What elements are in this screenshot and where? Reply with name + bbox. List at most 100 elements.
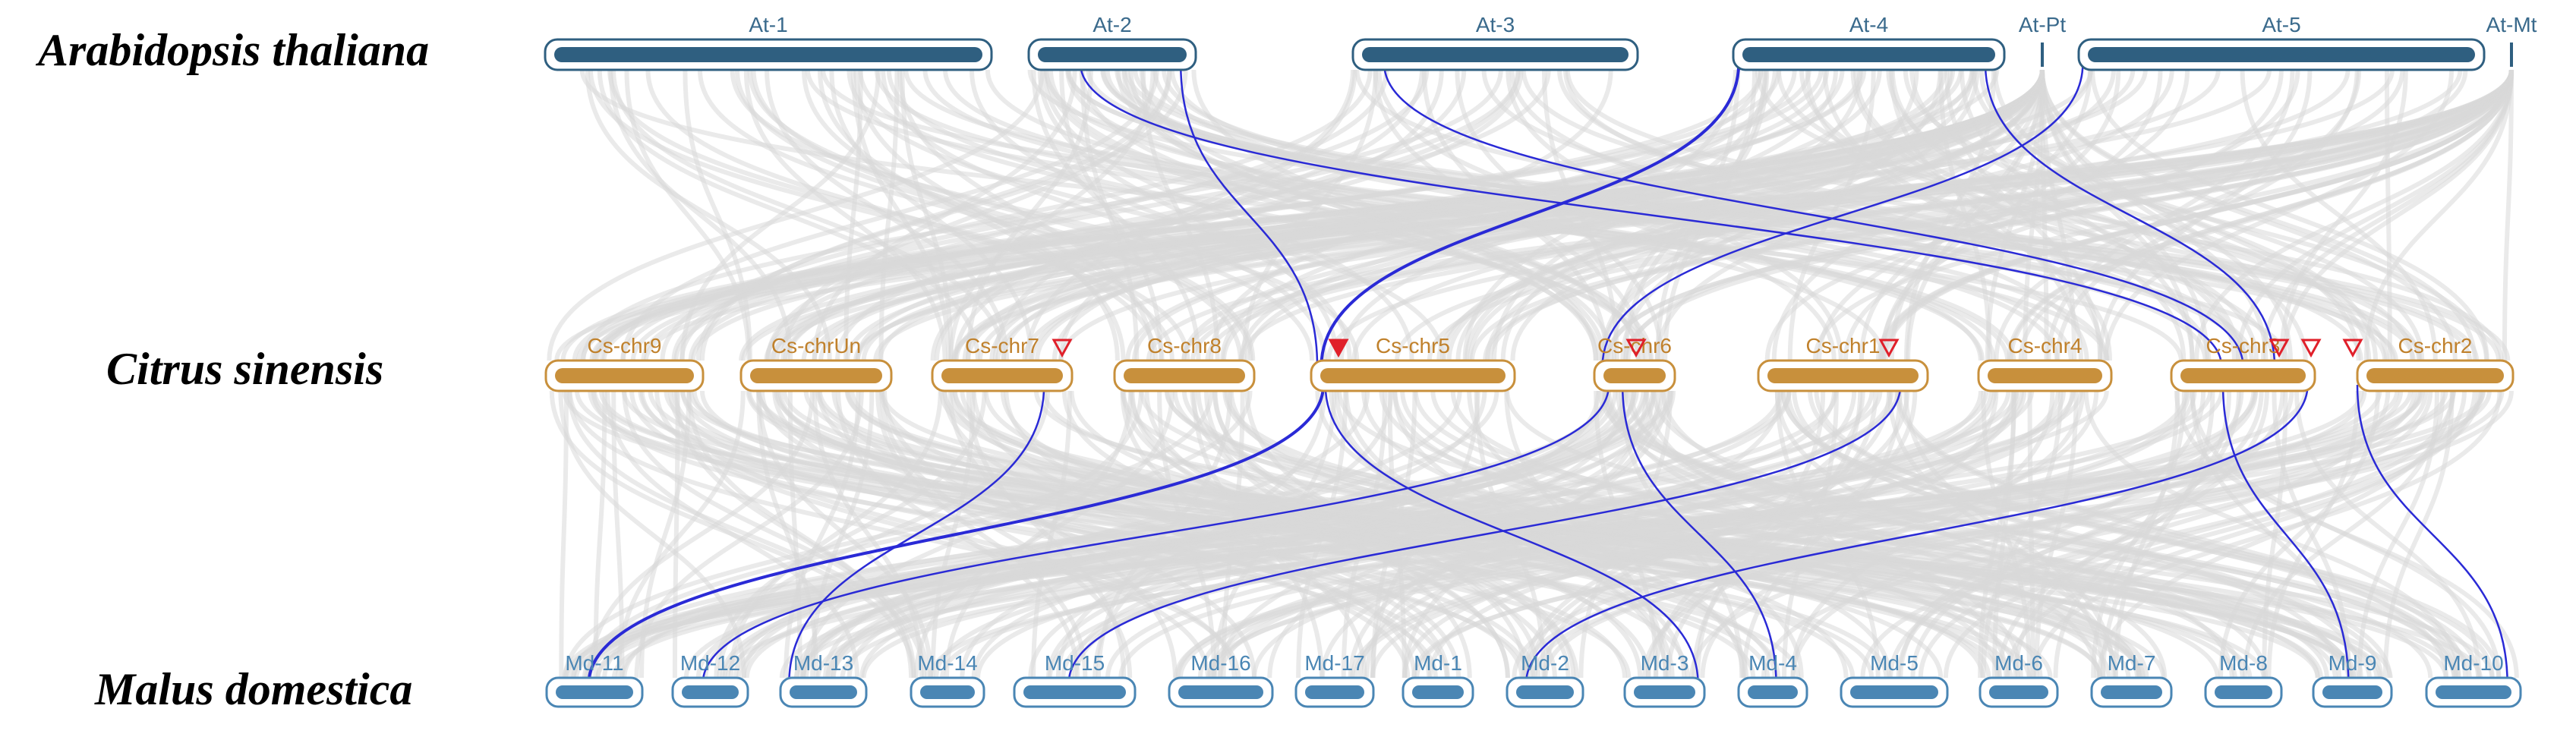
highlight-link-at-4-cs-chr3	[1984, 63, 2276, 367]
chromosome-bar	[2180, 368, 2306, 383]
background-link	[624, 69, 752, 361]
background-link	[859, 390, 1792, 679]
highlight-link-cs-chr3-md-9	[2221, 384, 2350, 685]
species-label-citrus: Citrus sinensis	[106, 344, 383, 394]
chromosome-label: Cs-chr7	[965, 334, 1039, 357]
background-link	[591, 390, 1530, 679]
chromosome-md-2: Md-2	[1506, 651, 1584, 708]
gene-markers	[1052, 339, 2363, 358]
highlight-link-cs-chr6-md-12	[702, 384, 1610, 685]
highlight-link-at-3-cs-chr3	[1383, 63, 2244, 367]
background-link	[756, 390, 2053, 679]
chromosome-bar	[1412, 685, 1464, 699]
background-link	[605, 390, 860, 679]
background-link	[1124, 69, 2480, 361]
chromosome-bar	[1320, 368, 1506, 383]
background-link	[2363, 69, 2514, 361]
background-link	[853, 69, 1120, 361]
background-link	[1563, 69, 2212, 361]
chromosome-bar	[1603, 368, 1666, 383]
chromosome-bar	[1850, 685, 1938, 699]
chromosome-md-5: Md-5	[1840, 651, 1949, 708]
background-link	[1455, 69, 1663, 361]
background-link	[1326, 69, 2514, 361]
background-link	[1624, 390, 2269, 679]
chromosome-cs-chr4: Cs-chr4	[1977, 334, 2113, 392]
background-link	[855, 69, 1862, 361]
chromosome-label: Md-14	[917, 651, 977, 675]
chromosome-label: Md-4	[1748, 651, 1797, 675]
chromosome-md-7: Md-7	[2090, 651, 2173, 708]
background-link	[1812, 69, 2514, 361]
chromosome-bar	[920, 685, 975, 699]
chromosome-label: Cs-chr2	[2398, 334, 2472, 357]
chromosome-bar	[1989, 685, 2048, 699]
background-link	[1115, 69, 2248, 361]
background-link	[547, 69, 1045, 361]
chromosome-md-16: Md-16	[1168, 651, 1274, 708]
chromosome-cs-chr3: Cs-chr3	[2170, 334, 2316, 392]
background-link	[2090, 69, 2489, 361]
background-link	[1985, 69, 2045, 361]
chromosome-label: Md-10	[2443, 651, 2503, 675]
background-link	[2040, 69, 2049, 361]
background-link	[1782, 390, 1839, 679]
background-link	[1033, 390, 2457, 679]
background-link	[607, 69, 1190, 361]
chromosome-label: At-1	[749, 13, 787, 36]
background-link	[850, 390, 2448, 679]
background-link	[783, 390, 861, 679]
chromosome-bar	[2088, 47, 2475, 62]
background-link	[2040, 69, 2458, 361]
chromosome-bar	[2215, 685, 2272, 699]
background-link	[562, 390, 2019, 679]
chromosome-bar	[1038, 47, 1187, 62]
chromosome-md-15: Md-15	[1013, 651, 1137, 708]
chromosome-label: At-2	[1093, 13, 1131, 36]
background-link	[874, 69, 2010, 361]
highlight-link-cs-chr7-md-13	[788, 384, 1045, 685]
chromosome-bar	[1767, 368, 1919, 383]
background-link	[774, 69, 1978, 361]
chromosome-bar	[1748, 685, 1798, 699]
background-link	[2294, 390, 2482, 679]
background-link	[976, 390, 2025, 679]
background-link	[2040, 69, 2210, 361]
background-link	[995, 69, 2045, 361]
chromosome-bar	[2436, 685, 2511, 699]
chromosome-bar	[555, 368, 694, 383]
chromosome-label: Md-11	[565, 651, 623, 675]
highlighted-synteny-links	[587, 63, 2508, 685]
highlight-link-at-5-cs-chr6	[1601, 63, 2084, 367]
chromosome-label: Cs-chr1	[1805, 334, 1880, 357]
chromosome-at-5: At-5	[2077, 13, 2486, 71]
background-link	[875, 390, 1088, 679]
background-link	[2083, 390, 2461, 679]
background-link	[1878, 69, 2514, 361]
background-link	[1069, 390, 1665, 679]
chromosome-md-17: Md-17	[1294, 651, 1375, 708]
chromosome-cs-chr9: Cs-chr9	[544, 334, 705, 392]
chromosome-md-3: Md-3	[1623, 651, 1706, 708]
chromosome-bar	[790, 685, 857, 699]
background-link	[558, 390, 746, 679]
background-link	[812, 69, 1077, 361]
chromosome-md-12: Md-12	[671, 651, 749, 708]
chromosome-bar	[1124, 368, 1245, 383]
background-link	[801, 390, 1143, 679]
chromosome-at-3: At-3	[1351, 13, 1639, 71]
chromosome-md-9: Md-9	[2312, 651, 2393, 708]
background-link	[559, 390, 569, 679]
chromosome-bar	[750, 368, 882, 383]
background-synteny-links	[547, 69, 2519, 679]
species-label-arabidopsis: Arabidopsis thaliana	[35, 25, 429, 75]
background-link	[2034, 390, 2079, 679]
background-link	[2190, 390, 2502, 679]
highlight-link-cs-chr6-md-4	[1621, 384, 1777, 685]
chromosome-bar	[1634, 685, 1695, 699]
highlight-link-cs-chr3-md-2	[1524, 384, 2309, 685]
chromosome-bar	[1178, 685, 1263, 699]
chromosome-cs-chr1: Cs-chr1	[1757, 334, 1929, 392]
chromosome-bar	[2101, 685, 2162, 699]
